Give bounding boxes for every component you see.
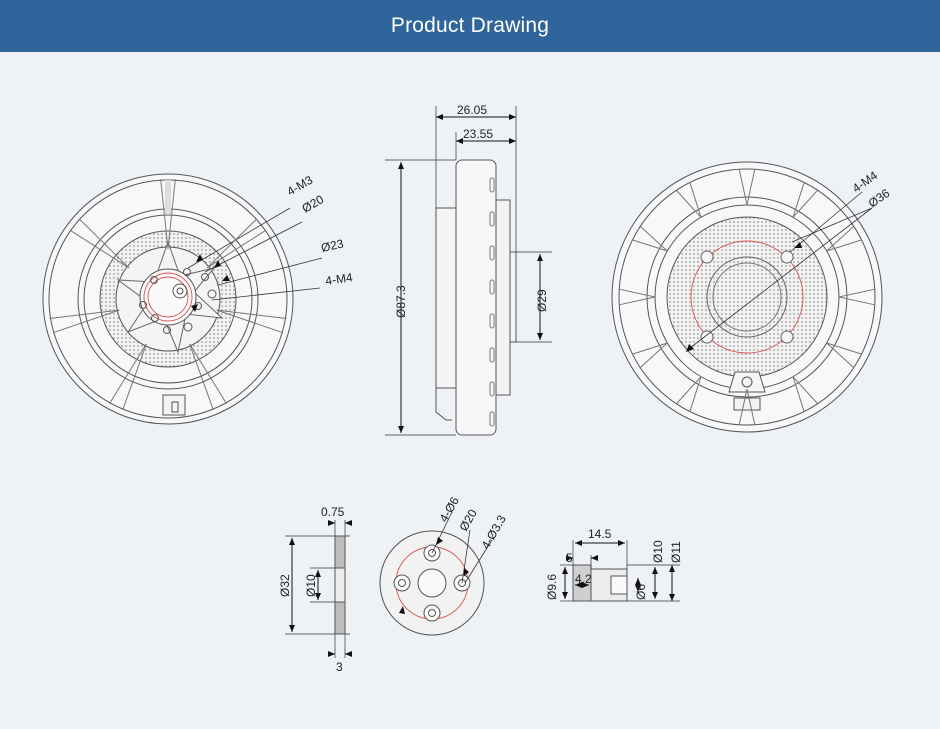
adapter-side-view bbox=[285, 520, 352, 658]
back-rim-rib-edge bbox=[746, 388, 756, 425]
back-rim-rib-edge bbox=[792, 376, 805, 412]
back-rim-rib-edge bbox=[838, 288, 875, 298]
back-rim-rib-edge bbox=[738, 388, 748, 425]
back-rim-rib-edge bbox=[826, 342, 862, 355]
back-rim-rib-edge bbox=[838, 296, 875, 306]
front-spoke-edge bbox=[69, 229, 130, 269]
front-label-pcd20: Ø20 bbox=[300, 192, 327, 216]
back-rim-rib-edge bbox=[792, 376, 819, 405]
back-rim-rib-edge bbox=[632, 239, 668, 252]
adapter-face-label-pcd20: Ø20 bbox=[456, 507, 480, 534]
adapter-side-label-thickness-top: 0.75 bbox=[321, 505, 345, 519]
bushing-label-step: 5 bbox=[566, 551, 573, 565]
back-rim-rib-edge bbox=[826, 225, 855, 252]
back-rim-rib-edge bbox=[639, 225, 668, 252]
header-bar: Product Drawing bbox=[0, 0, 940, 52]
front-spoke-edge bbox=[167, 179, 176, 250]
adapter-face-label-4d33: 4-Ø3.3 bbox=[478, 512, 509, 551]
back-rim-rib-edge bbox=[826, 239, 862, 252]
front-spoke bbox=[49, 179, 287, 411]
back-label-pcd36: Ø36 bbox=[866, 186, 893, 211]
back-view bbox=[611, 161, 883, 433]
front-spoke-edge bbox=[78, 218, 130, 269]
adapter-side-label-inner: Ø10 bbox=[304, 574, 318, 597]
back-rim-rib-edge bbox=[738, 169, 748, 206]
front-spoke-edge bbox=[52, 309, 120, 334]
front-spoke-edge bbox=[109, 343, 147, 404]
front-spoke-edge bbox=[216, 309, 284, 334]
front-spoke-edge bbox=[189, 343, 214, 411]
side-label-outer: Ø87.3 bbox=[394, 285, 408, 318]
back-rim-rib-edge bbox=[689, 182, 702, 218]
bushing-label-length: 14.5 bbox=[588, 527, 612, 541]
front-spoke-edge bbox=[49, 309, 120, 320]
back-rim-rib-edge bbox=[619, 288, 656, 298]
back-rim-rib-edge bbox=[689, 376, 702, 412]
front-spoke-edge bbox=[216, 309, 287, 320]
back-rim-rib bbox=[619, 169, 875, 425]
back-rim-rib-edge bbox=[746, 169, 756, 206]
side-label-body: 23.55 bbox=[463, 127, 493, 141]
front-spoke-edge bbox=[160, 179, 169, 250]
adapter-side-label-thickness: 3 bbox=[336, 660, 343, 674]
bushing-label-d6: Ø6 bbox=[634, 584, 648, 600]
front-spoke-edge bbox=[206, 218, 258, 269]
front-label-4m3: 4-M3 bbox=[285, 173, 316, 199]
bushing-label-d10: Ø10 bbox=[651, 540, 665, 563]
front-label-4m4: 4-M4 bbox=[324, 270, 353, 288]
front-label-pcd23: Ø23 bbox=[320, 236, 345, 254]
side-label-total: 26.05 bbox=[457, 103, 487, 117]
adapter-face-view bbox=[379, 511, 493, 636]
back-rim-rib-edge bbox=[792, 189, 819, 218]
bushing-label-bore: Ø9.6 bbox=[545, 574, 559, 600]
drawing-canvas: 4-M3 Ø20 Ø23 4-M4 bbox=[0, 52, 940, 724]
back-rim-rib-edge bbox=[619, 296, 656, 306]
drawing-svg: 4-M3 Ø20 Ø23 4-M4 bbox=[42, 103, 893, 674]
side-view bbox=[385, 106, 552, 436]
adapter-face-label-4d6: 4-Ø6 bbox=[436, 494, 462, 524]
front-spoke-edge bbox=[206, 229, 267, 269]
back-rim-rib-edge bbox=[675, 189, 702, 218]
side-label-boss: Ø29 bbox=[535, 289, 549, 312]
back-rim-rib-edge bbox=[639, 342, 668, 369]
bushing-label-inner: 4.2 bbox=[575, 572, 592, 586]
bushing-label-d11: Ø11 bbox=[669, 541, 683, 563]
page-title: Product Drawing bbox=[390, 14, 550, 37]
back-rim-rib-edge bbox=[826, 342, 855, 369]
front-spoke-edge bbox=[189, 343, 227, 404]
back-rim-rib-edge bbox=[792, 182, 805, 218]
front-view bbox=[42, 173, 323, 425]
front-spoke-edge bbox=[122, 343, 147, 411]
back-rim-rib-edge bbox=[675, 376, 702, 405]
adapter-side-label-outer: Ø32 bbox=[278, 574, 292, 597]
back-rim-rib-edge bbox=[632, 342, 668, 355]
bushing-view bbox=[560, 540, 680, 602]
